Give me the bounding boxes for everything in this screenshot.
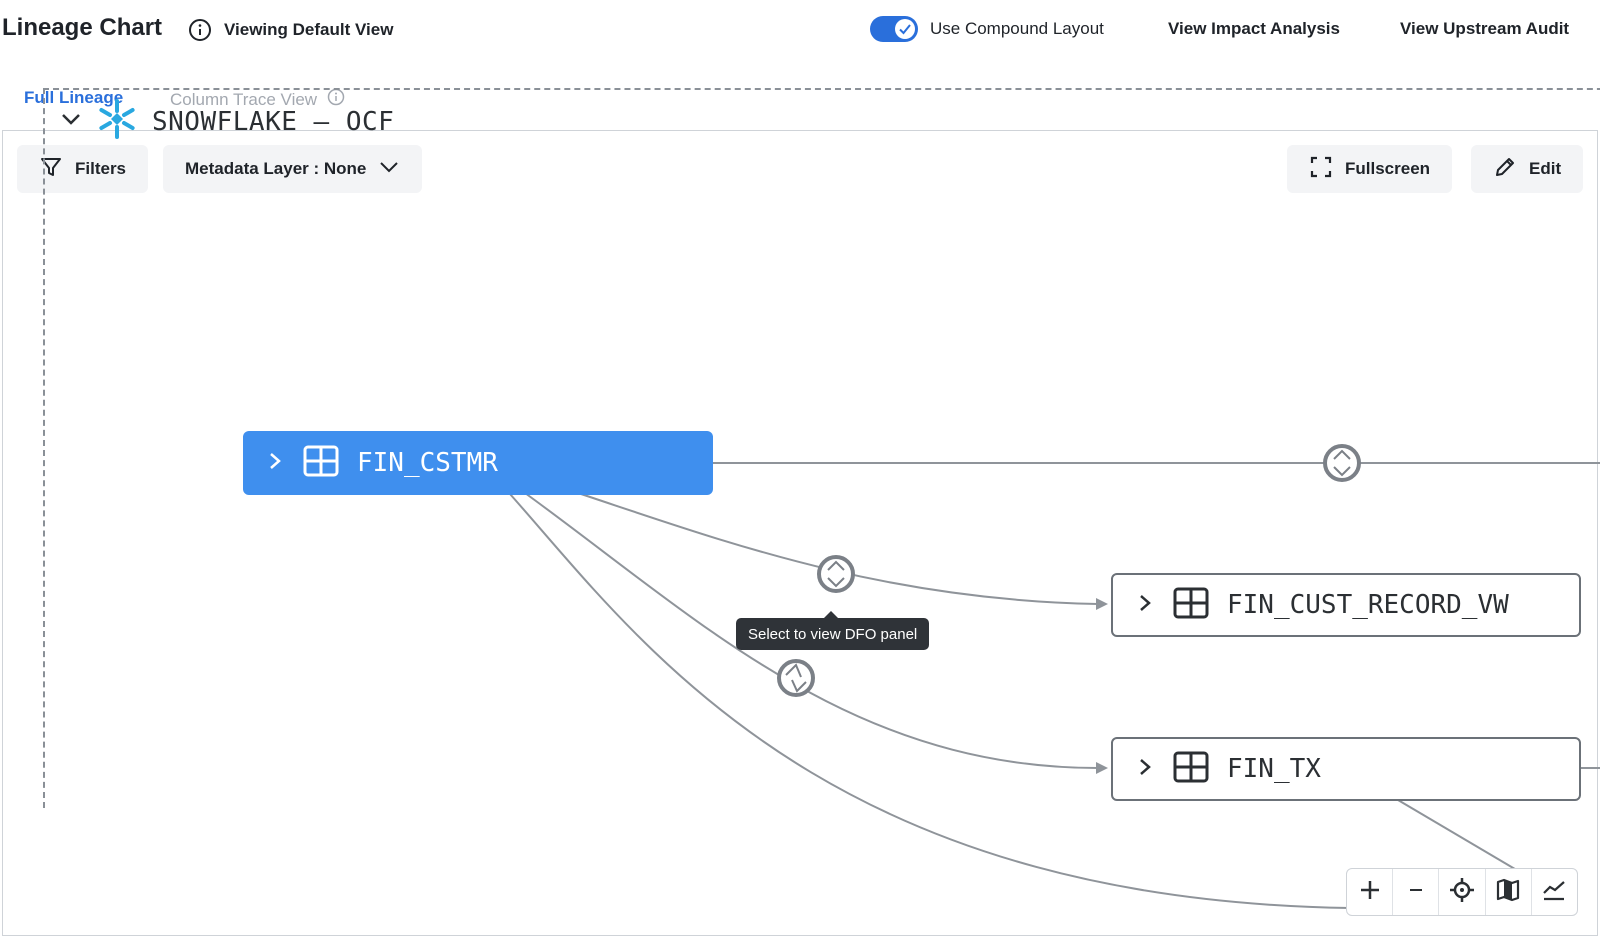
edge-tx-to-bottom (1397, 799, 1521, 873)
edge-cstmr-to-record-vw (577, 492, 1099, 605)
header: Lineage Chart Viewing Default View Use C… (0, 0, 1600, 60)
metadata-layer-dropdown[interactable]: Metadata Layer : None (163, 145, 423, 193)
edit-label: Edit (1529, 159, 1562, 178)
compound-layout-toggle[interactable] (870, 16, 918, 42)
lineage-canvas[interactable]: Filters Metadata Layer : None Fullscreen… (2, 130, 1598, 936)
view-info[interactable]: Viewing Default View (188, 18, 393, 42)
view-label: Viewing Default View (224, 20, 394, 39)
node-fin-tx[interactable]: FIN_TX (1111, 737, 1581, 801)
minimap-button[interactable] (1486, 869, 1532, 915)
filter-icon (39, 155, 63, 184)
arrow-head (1096, 598, 1108, 610)
fullscreen-button[interactable]: Fullscreen (1287, 145, 1453, 193)
node-label: FIN_CUST_RECORD_VW (1227, 590, 1509, 620)
compound-layout-label: Use Compound Layout (930, 19, 1104, 38)
dfo-tooltip: Select to view DFO panel (736, 611, 930, 650)
edge-midpoint-handle[interactable] (1323, 444, 1361, 482)
center-icon (1449, 877, 1475, 908)
node-fin-cust-record-vw[interactable]: FIN_CUST_RECORD_VW (1111, 573, 1581, 637)
zoom-out-button[interactable] (1393, 869, 1440, 915)
snowflake-icon (96, 98, 138, 145)
info-icon (188, 18, 212, 42)
table-icon (1173, 751, 1209, 788)
filters-button[interactable]: Filters (17, 145, 149, 193)
layout-chart-button[interactable] (1532, 869, 1577, 915)
arrow-head (1096, 762, 1108, 774)
tab-column-trace-label: Column Trace View (170, 89, 318, 109)
view-upstream-audit-link[interactable]: View Upstream Audit (1400, 19, 1570, 38)
edge-midpoint-handle[interactable] (817, 555, 855, 593)
compound-layout-toggle-wrap: Use Compound Layout (870, 16, 1104, 42)
tab-full-lineage[interactable]: Full Lineage (24, 88, 124, 107)
edit-button[interactable]: Edit (1471, 145, 1584, 193)
edge-cstmr-to-bottom (509, 493, 1351, 909)
fullscreen-icon (1309, 155, 1333, 184)
node-label: FIN_TX (1227, 754, 1321, 784)
table-icon (303, 445, 339, 482)
minimap-icon (1495, 877, 1521, 908)
filters-label: Filters (75, 159, 127, 178)
chevron-down-icon[interactable] (60, 108, 82, 135)
chevron-down-icon (378, 156, 400, 183)
group-header[interactable]: SNOWFLAKE – OCF (60, 98, 394, 145)
zoom-controls (1346, 868, 1578, 916)
chevron-right-icon[interactable] (1135, 593, 1155, 618)
page-title: Lineage Chart (2, 14, 163, 41)
snowflake-group-container (43, 88, 1600, 808)
chart-icon (1541, 877, 1567, 908)
view-tabs: Full Lineage Column Trace View (0, 80, 1600, 128)
group-title: SNOWFLAKE – OCF (152, 106, 395, 137)
zoom-in-icon (1358, 878, 1382, 907)
center-view-button[interactable] (1439, 869, 1486, 915)
zoom-in-button[interactable] (1347, 869, 1394, 915)
view-impact-analysis-link[interactable]: View Impact Analysis (1168, 19, 1340, 38)
table-icon (1173, 587, 1209, 624)
zoom-out-icon (1406, 880, 1426, 905)
fullscreen-label: Fullscreen (1345, 159, 1431, 178)
node-fin-cstmr[interactable]: FIN_CSTMR (243, 431, 713, 495)
pencil-icon (1493, 155, 1517, 184)
chevron-right-icon[interactable] (265, 451, 285, 476)
edge-midpoint-handle[interactable] (777, 659, 815, 697)
metadata-layer-label: Metadata Layer : None (185, 159, 367, 178)
node-label: FIN_CSTMR (357, 448, 498, 478)
chevron-right-icon[interactable] (1135, 757, 1155, 782)
check-icon (895, 19, 915, 39)
